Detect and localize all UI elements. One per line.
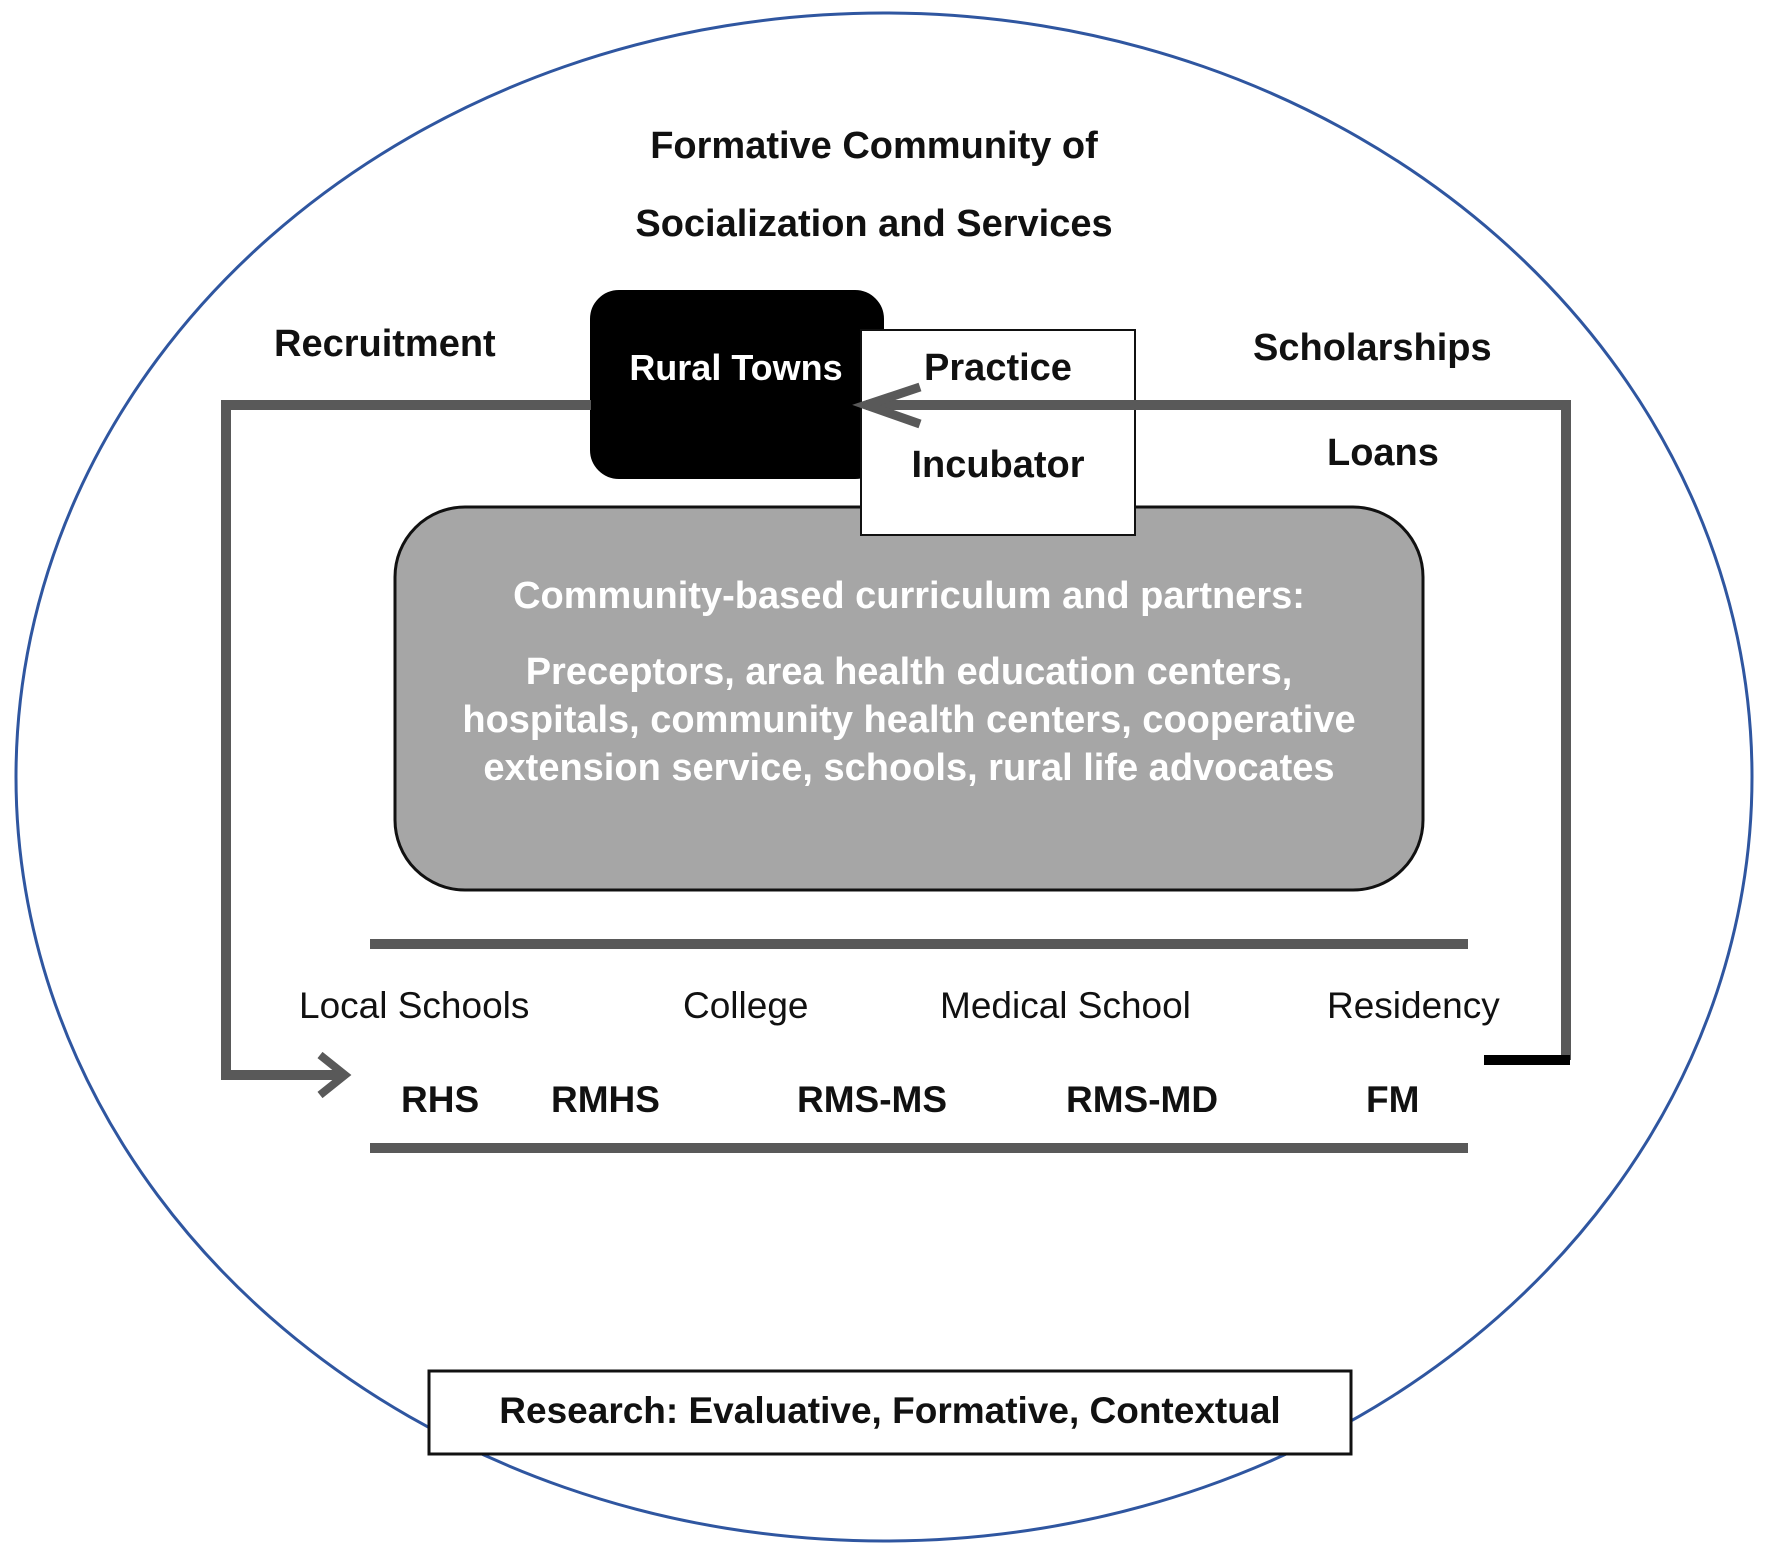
program-label-rmhs: RMHS <box>551 1079 660 1120</box>
return-connector <box>866 400 1571 1060</box>
recruitment-arrowhead <box>317 1051 352 1099</box>
research-label: Research: Evaluative, Formative, Context… <box>499 1390 1280 1431</box>
scholarships-label: Scholarships <box>1253 327 1492 369</box>
program-label-fm: FM <box>1366 1079 1419 1120</box>
loans-label: Loans <box>1327 432 1439 474</box>
incubator-label: Incubator <box>911 444 1084 486</box>
curriculum-partners-line-3: extension service, schools, rural life a… <box>483 747 1334 789</box>
rural-towns-label: Rural Towns <box>629 347 842 388</box>
recruitment-label: Recruitment <box>274 323 496 365</box>
practice-label: Practice <box>924 347 1072 389</box>
diagram-title-line-2: Socialization and Services <box>635 203 1112 245</box>
recruitment-connector <box>221 400 591 1080</box>
practice-incubator-box <box>860 329 1136 536</box>
stage-label-college: College <box>683 985 808 1026</box>
curriculum-heading: Community-based curriculum and partners: <box>513 575 1305 617</box>
stage-label-residency: Residency <box>1327 985 1500 1026</box>
program-label-rms-md: RMS-MD <box>1066 1079 1218 1120</box>
diagram-title-line-1: Formative Community of <box>650 125 1098 167</box>
curriculum-partners-line-2: hospitals, community health centers, coo… <box>462 699 1355 741</box>
stage-label-medical-school: Medical School <box>940 985 1191 1026</box>
stage-label-local-schools: Local Schools <box>299 985 529 1026</box>
research-box <box>427 1369 1353 1456</box>
return-arrowhead <box>852 382 922 429</box>
program-label-rhs: RHS <box>401 1079 479 1120</box>
program-label-rms-ms: RMS-MS <box>797 1079 947 1120</box>
curriculum-partners-line-1: Preceptors, area health education center… <box>526 651 1293 693</box>
